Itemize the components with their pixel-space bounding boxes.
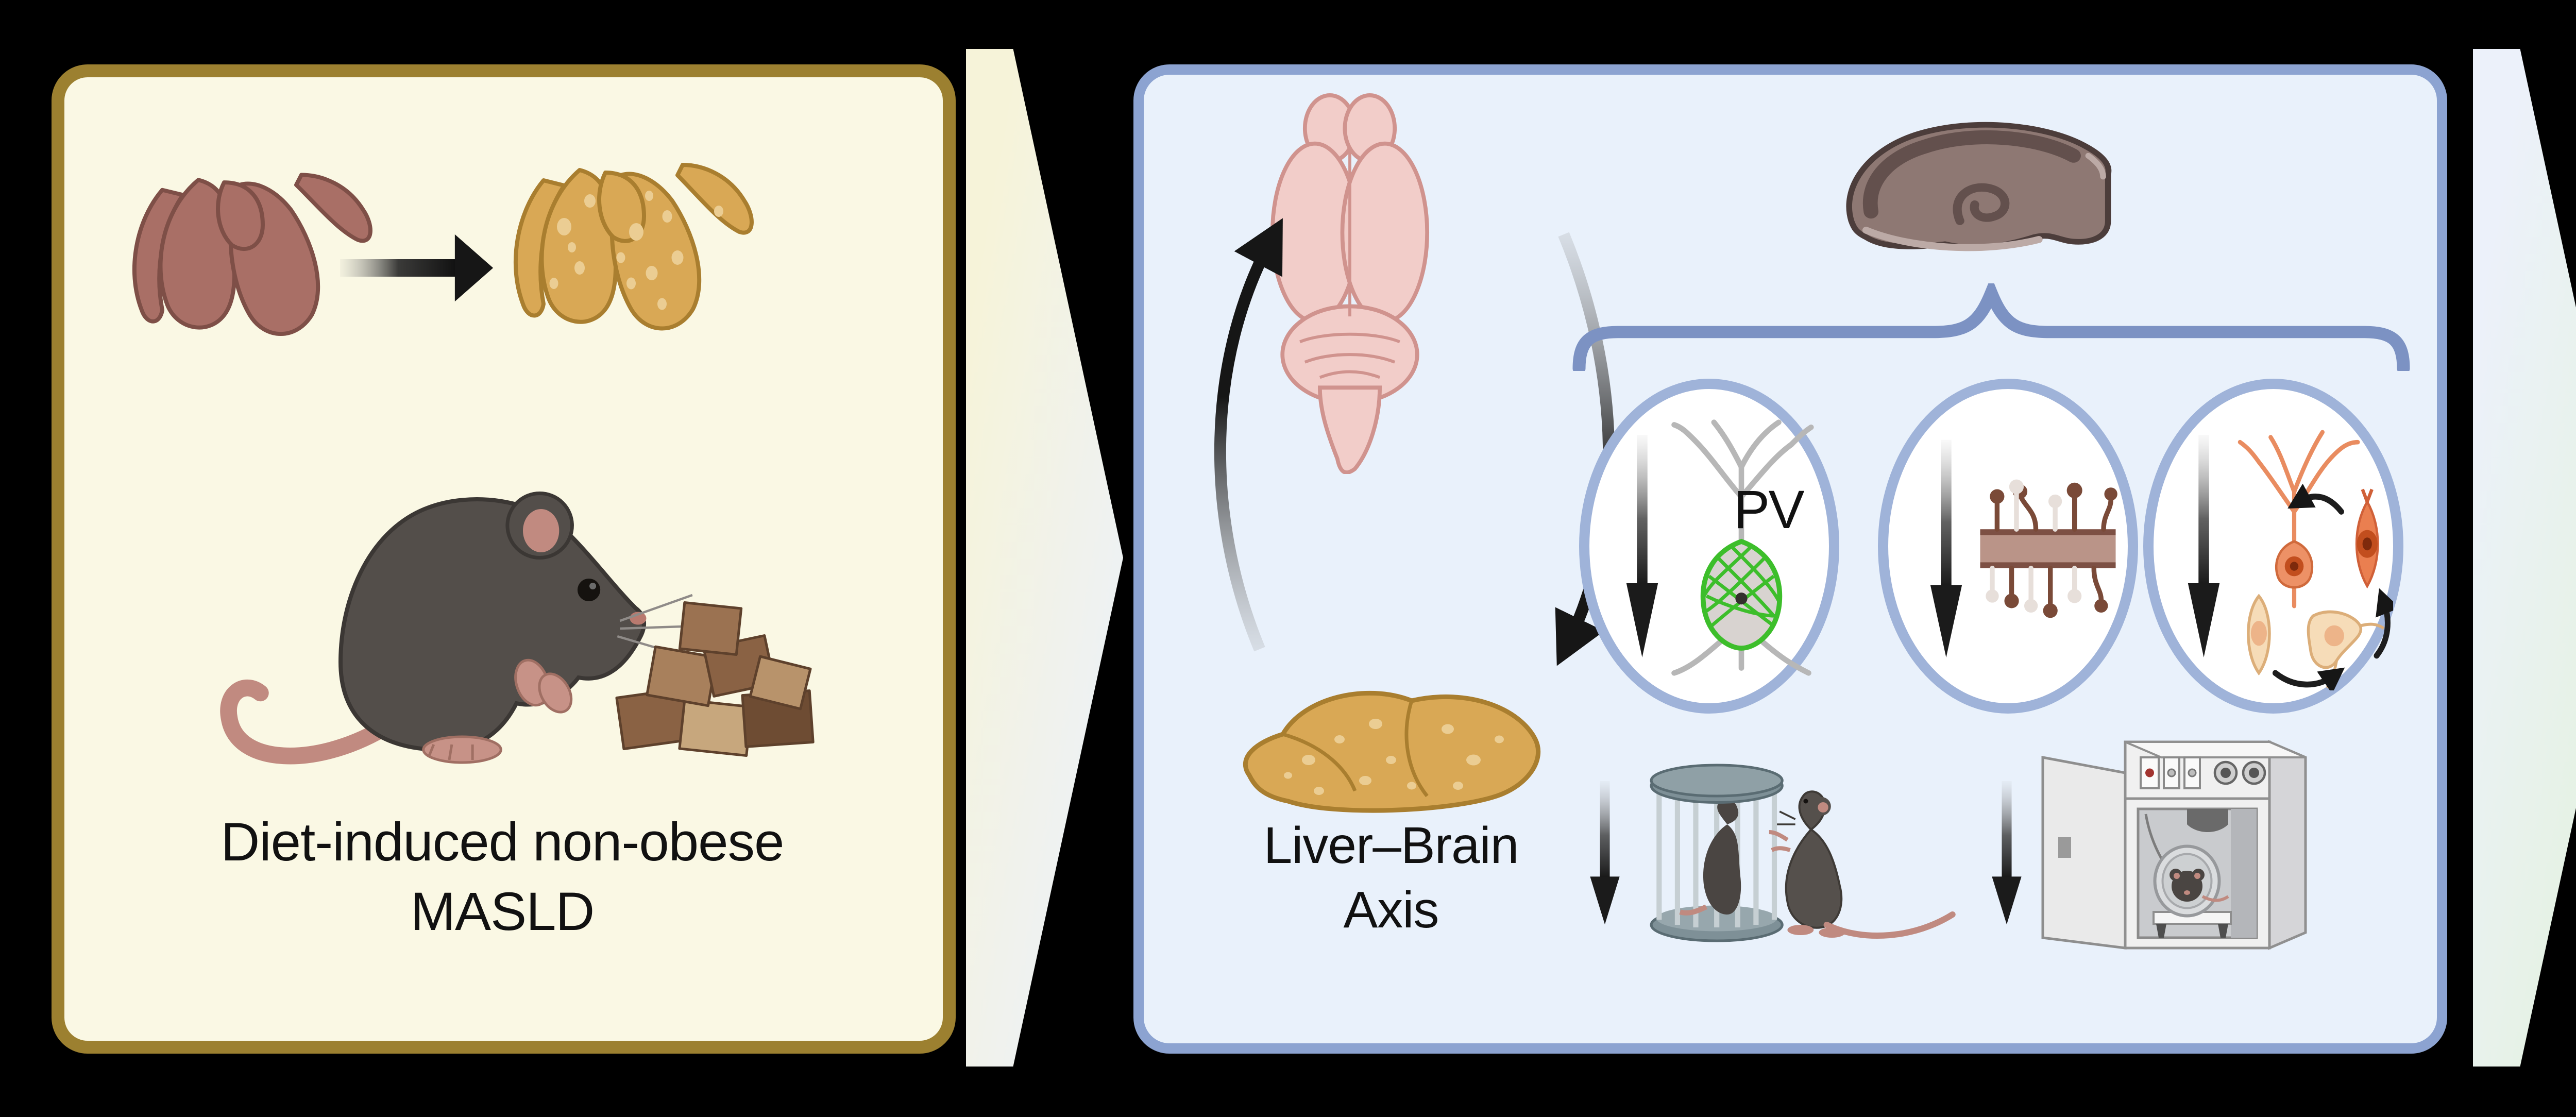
hippocampus-icon [1832,118,2128,262]
transition-chevron-right [2473,49,2576,1067]
panel-masld-model: Diet-induced non-obese MASLD [52,63,956,1053]
finding-pv-decrease: PV [1579,378,1839,713]
decrease-arrow-icon [1623,430,1662,662]
mouse-eating-icon [211,455,832,770]
maturing-cells-icon [2228,417,2393,690]
fatty-liver-icon [502,154,760,340]
finding-spines-decrease [1878,378,2138,713]
transition-chevron-left [966,49,1123,1067]
dendritic-spines-icon [1968,463,2128,633]
liver-brain-cycle-arrows [1214,217,1615,666]
brace-icon [1571,283,2411,370]
decrease-arrow-icon [2184,430,2223,662]
social-cage-icon [1649,762,1963,942]
decrease-arrow-icon [1587,777,1623,927]
behavior-chamber-icon [2038,721,2352,960]
pv-neuron-icon [1667,417,1816,690]
panel-left-caption: Diet-induced non-obese MASLD [221,813,785,942]
fatty-liver-flat-icon [1231,677,1548,819]
decrease-arrow-icon [1989,777,2025,927]
arrow-right-icon [340,224,495,311]
axis-label: Liver–Brain Axis [1263,818,1519,941]
finding-maturation-decrease [2143,378,2403,713]
decrease-arrow-icon [1927,435,1965,662]
panel-liver-brain-axis: Liver–Brain Axis PV [1133,63,2447,1053]
pv-label: PV [1734,481,1805,540]
